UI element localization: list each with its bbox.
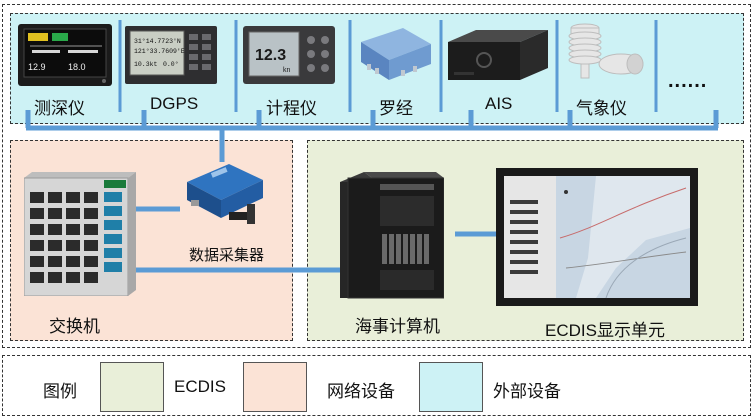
- speed-log-icon: 12.3 kn: [243, 26, 335, 84]
- legend-label-external: 外部设备: [493, 382, 561, 401]
- ais-icon: [446, 28, 550, 82]
- dgps-line-1: 31°14.7723'N: [134, 37, 181, 45]
- ecdis-display-label: ECDIS显示单元: [545, 321, 665, 340]
- log-unit: kn: [283, 67, 291, 74]
- svg-text:18.0: 18.0: [68, 62, 86, 72]
- dgps-line-3: 10.3kt: [134, 61, 158, 68]
- device-label-speed-log: 计程仪: [266, 99, 317, 118]
- marine-computer-label: 海事计算机: [355, 317, 440, 336]
- switch-label: 交换机: [49, 317, 100, 336]
- echo-sounder-icon: 12.9 18.0: [18, 24, 112, 86]
- device-label-compass: 罗经: [379, 99, 413, 118]
- marine-computer-icon: [340, 172, 444, 300]
- legend-swatch-network: [243, 362, 307, 412]
- outer-frame-top: [2, 4, 751, 348]
- legend-label-ecdis: ECDIS: [174, 377, 226, 396]
- device-label-dgps: DGPS: [150, 94, 199, 113]
- device-label-ais: AIS: [485, 94, 513, 113]
- legend-title: 图例: [43, 382, 77, 401]
- network-switch-icon: [24, 172, 136, 296]
- svg-text:12.9: 12.9: [28, 62, 46, 72]
- dgps-line-4: 0.0°: [163, 60, 179, 68]
- compass-icon: [357, 26, 433, 84]
- data-collector-label: 数据采集器: [189, 247, 265, 264]
- legend-swatch-ecdis: [100, 362, 164, 412]
- log-value: 12.3: [255, 47, 286, 64]
- legend-swatch-external: [419, 362, 483, 412]
- device-label-echo-sounder: 测深仪: [34, 99, 85, 118]
- ecdis-display-icon: [496, 168, 698, 306]
- data-collector-icon: [181, 160, 265, 234]
- dgps-line-2: 121°33.7609'E: [134, 47, 185, 55]
- weather-station-icon: [563, 20, 651, 86]
- device-dividers: [118, 20, 658, 112]
- dgps-icon: 31°14.7723'N 121°33.7609'E 10.3kt 0.0°: [125, 26, 217, 84]
- legend-label-network: 网络设备: [327, 382, 395, 401]
- device-label-weather: 气象仪: [576, 99, 627, 118]
- more-devices-ellipsis: ......: [668, 70, 708, 92]
- outer-frame-legend: [2, 355, 751, 416]
